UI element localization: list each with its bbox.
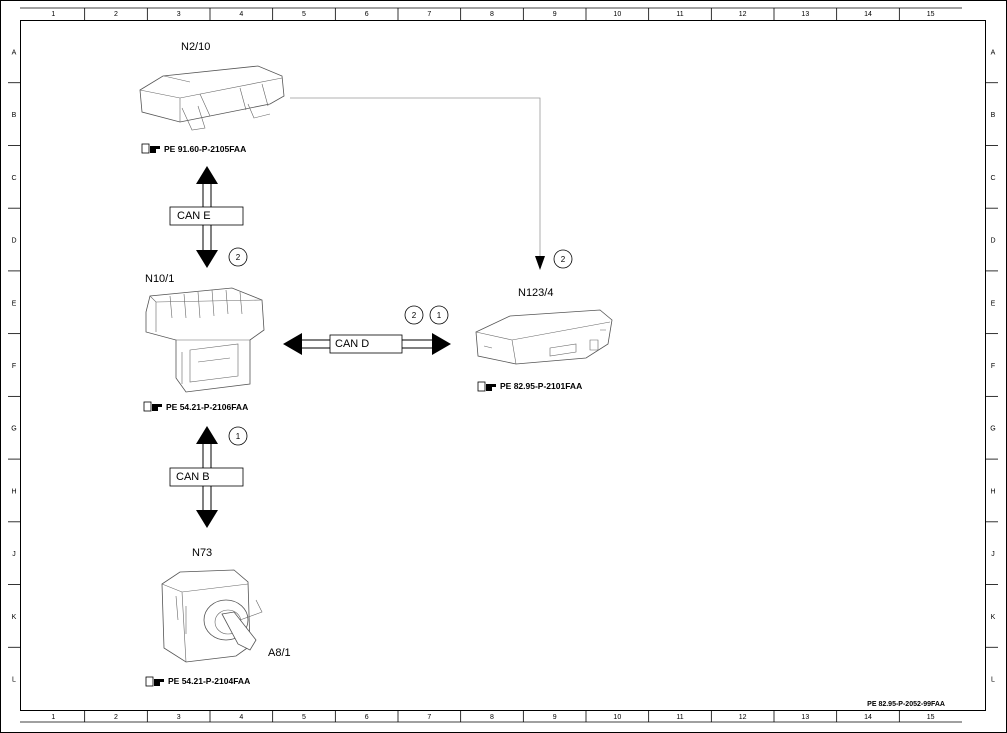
column-label-top: 14 bbox=[864, 11, 872, 18]
n10-1-ref: PE 54.21-P-2106FAA bbox=[143, 401, 248, 412]
n2-10-ref-text: PE 91.60-P-2105FAA bbox=[164, 144, 246, 154]
n123-4-label: N123/4 bbox=[518, 287, 553, 299]
column-label-bottom: 8 bbox=[490, 714, 494, 721]
column-label-top: 2 bbox=[114, 11, 118, 18]
row-label-right: F bbox=[991, 363, 995, 370]
can-b-label: CAN B bbox=[176, 471, 210, 483]
column-label-bottom: 5 bbox=[302, 714, 306, 721]
row-label-right: E bbox=[991, 300, 996, 307]
column-label-top: 7 bbox=[427, 11, 431, 18]
svg-text:1: 1 bbox=[236, 432, 241, 441]
column-label-bottom: 3 bbox=[177, 714, 181, 721]
row-label-right: K bbox=[991, 614, 996, 621]
hand-pointing-book-icon bbox=[143, 401, 162, 412]
row-label-left: D bbox=[11, 238, 16, 245]
hand-pointing-book-icon bbox=[477, 381, 496, 392]
column-label-bottom: 13 bbox=[801, 714, 809, 721]
svg-text:1: 1 bbox=[437, 311, 442, 320]
hand-pointing-book-icon bbox=[145, 676, 164, 687]
column-label-top: 13 bbox=[801, 11, 809, 18]
n2-10-ref: PE 91.60-P-2105FAA bbox=[141, 143, 246, 154]
column-label-top: 6 bbox=[365, 11, 369, 18]
n123-4-ref: PE 82.95-P-2101FAA bbox=[477, 381, 582, 392]
row-label-right: G bbox=[990, 426, 995, 433]
row-label-right: D bbox=[990, 238, 995, 245]
svg-text:2: 2 bbox=[236, 253, 241, 262]
column-label-bottom: 10 bbox=[613, 714, 621, 721]
can-b-bus-arrow bbox=[169, 426, 244, 528]
row-label-right: A bbox=[991, 49, 996, 56]
column-label-top: 1 bbox=[51, 11, 55, 18]
row-label-right: C bbox=[990, 175, 995, 182]
n123-4-module-image bbox=[475, 309, 613, 365]
n73-ref: PE 54.21-P-2104FAA bbox=[145, 676, 250, 687]
column-label-top: 5 bbox=[302, 11, 306, 18]
column-label-bottom: 2 bbox=[114, 714, 118, 721]
n10-1-label: N10/1 bbox=[145, 273, 174, 285]
svg-text:2: 2 bbox=[561, 255, 566, 264]
n73-label: N73 bbox=[192, 547, 212, 559]
row-label-right: J bbox=[991, 551, 995, 558]
row-label-left: G bbox=[11, 426, 16, 433]
row-label-left: B bbox=[12, 112, 17, 119]
n123-4-marker: 2 bbox=[553, 249, 573, 269]
row-label-right: H bbox=[990, 488, 995, 495]
column-label-bottom: 9 bbox=[553, 714, 557, 721]
row-label-left: A bbox=[12, 49, 17, 56]
row-label-left: E bbox=[12, 300, 17, 307]
column-label-bottom: 12 bbox=[739, 714, 747, 721]
row-label-left: C bbox=[11, 175, 16, 182]
row-label-left: F bbox=[12, 363, 16, 370]
inner-border bbox=[20, 20, 986, 711]
signal-line-n2-10-to-n123-4 bbox=[290, 97, 541, 258]
n73-ignition-switch-image bbox=[161, 569, 263, 663]
can-d-bus-arrow bbox=[283, 333, 451, 355]
can-e-label: CAN E bbox=[177, 210, 211, 222]
can-e-marker: 2 bbox=[228, 247, 248, 267]
row-label-left: H bbox=[11, 488, 16, 495]
column-label-bottom: 15 bbox=[927, 714, 935, 721]
column-label-top: 11 bbox=[676, 11, 683, 18]
n2-10-module-image bbox=[139, 65, 285, 131]
column-label-top: 3 bbox=[177, 11, 181, 18]
n73-ref-text: PE 54.21-P-2104FAA bbox=[168, 676, 250, 686]
can-d-marker-1: 1 bbox=[429, 305, 449, 325]
column-label-bottom: 7 bbox=[427, 714, 431, 721]
row-label-left: K bbox=[12, 614, 17, 621]
n123-4-ref-text: PE 82.95-P-2101FAA bbox=[500, 381, 582, 391]
column-label-bottom: 1 bbox=[51, 714, 55, 721]
row-label-right: B bbox=[991, 112, 996, 119]
column-label-bottom: 14 bbox=[864, 714, 872, 721]
n2-10-label: N2/10 bbox=[181, 41, 210, 53]
can-d-label: CAN D bbox=[335, 338, 369, 350]
column-label-top: 9 bbox=[553, 11, 557, 18]
signal-arrowhead-n123-4 bbox=[535, 256, 545, 270]
svg-text:2: 2 bbox=[412, 311, 417, 320]
can-b-marker: 1 bbox=[228, 426, 248, 446]
column-label-top: 12 bbox=[739, 11, 747, 18]
column-label-top: 4 bbox=[239, 11, 243, 18]
column-label-top: 8 bbox=[490, 11, 494, 18]
footer-doc-ref: PE 82.95-P-2052-99FAA bbox=[867, 701, 945, 708]
a8-1-label: A8/1 bbox=[268, 647, 291, 659]
column-label-bottom: 11 bbox=[676, 714, 683, 721]
row-label-right: L bbox=[991, 677, 995, 684]
row-ticks-left: A B C D E F G H J K L bbox=[8, 49, 20, 684]
can-e-bus-arrow bbox=[169, 166, 244, 268]
row-ticks-right: A B C D E F G H J K L bbox=[986, 49, 998, 684]
n10-1-module-image bbox=[145, 287, 265, 393]
row-label-left: J bbox=[12, 551, 16, 558]
column-label-top: 15 bbox=[927, 11, 935, 18]
column-label-top: 10 bbox=[613, 11, 621, 18]
n10-1-ref-text: PE 54.21-P-2106FAA bbox=[166, 402, 248, 412]
column-label-bottom: 6 bbox=[365, 714, 369, 721]
hand-pointing-book-icon bbox=[141, 143, 160, 154]
row-label-left: L bbox=[12, 677, 16, 684]
column-label-bottom: 4 bbox=[239, 714, 243, 721]
can-d-marker-2: 2 bbox=[404, 305, 424, 325]
